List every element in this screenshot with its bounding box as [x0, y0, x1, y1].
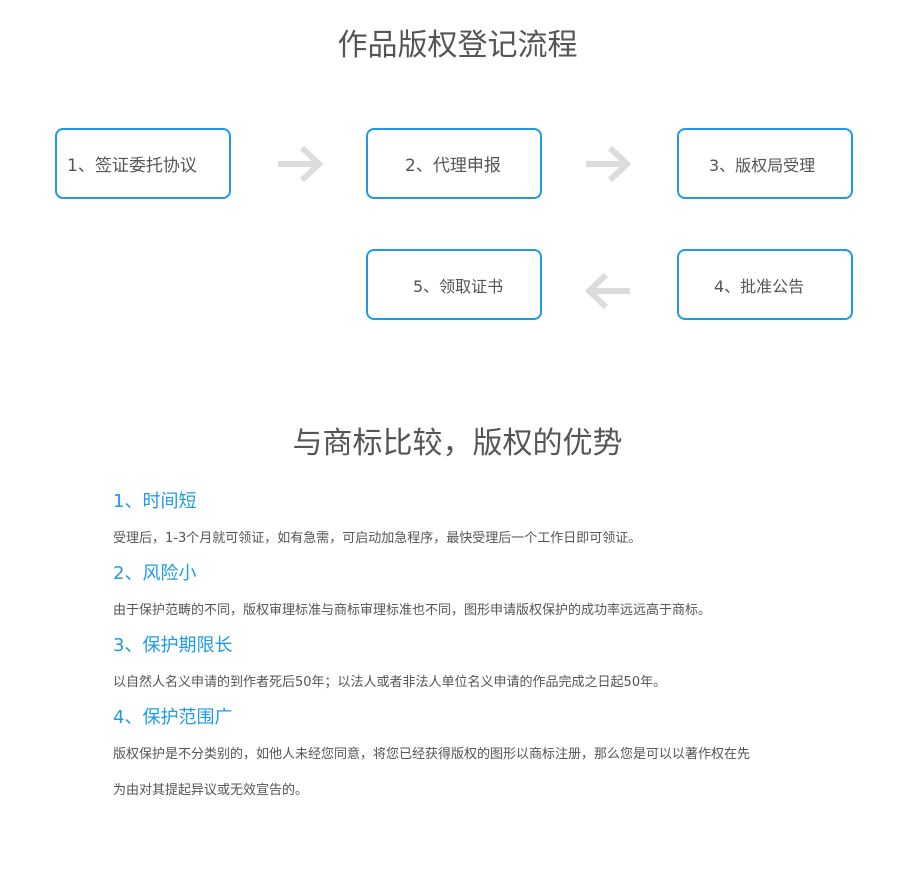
step-label: 5、领取证书: [413, 276, 504, 296]
arrow-left-icon: [584, 272, 630, 310]
arrow-right-icon: [586, 145, 632, 183]
step-label: 3、版权局受理: [709, 155, 816, 175]
process-title: 作品版权登记流程: [337, 28, 578, 63]
advantage-heading-short-time: 1、时间短: [113, 491, 197, 512]
advantage-text: 受理后，1-3个月就可领证，如有急需，可启动加急程序，最快受理后一个工作日即可领…: [113, 531, 642, 546]
step-box-bureau-acceptance: 3、版权局受理: [677, 128, 853, 199]
advantage-text: 为由对其提起异议或无效宣告的。: [113, 783, 309, 798]
step-label: 1、签证委托协议: [67, 156, 197, 176]
step-label: 4、批准公告: [714, 276, 805, 296]
arrow-right-icon: [278, 145, 324, 183]
comparison-title: 与商标比较，版权的优势: [292, 426, 623, 461]
step-box-sign-agreement: 1、签证委托协议: [55, 128, 231, 199]
step-label: 2、代理申报: [405, 156, 501, 176]
advantage-heading-low-risk: 2、风险小: [113, 563, 197, 584]
advantage-heading-wide-scope: 4、保护范围广: [113, 707, 233, 728]
step-box-approval-notice: 4、批准公告: [677, 249, 853, 320]
advantage-text: 由于保护范畴的不同，版权审理标准与商标审理标准也不同，图形申请版权保护的成功率远…: [113, 603, 712, 618]
advantage-text: 以自然人名义申请的到作者死后50年；以法人或者非法人单位名义申请的作品完成之日起…: [113, 675, 667, 690]
step-box-agent-filing: 2、代理申报: [366, 128, 542, 199]
advantage-text: 版权保护是不分类别的，如他人未经您同意，将您已经获得版权的图形以商标注册，那么您…: [113, 747, 751, 762]
step-box-receive-certificate: 5、领取证书: [366, 249, 542, 320]
advantage-heading-long-term: 3、保护期限长: [113, 635, 233, 656]
